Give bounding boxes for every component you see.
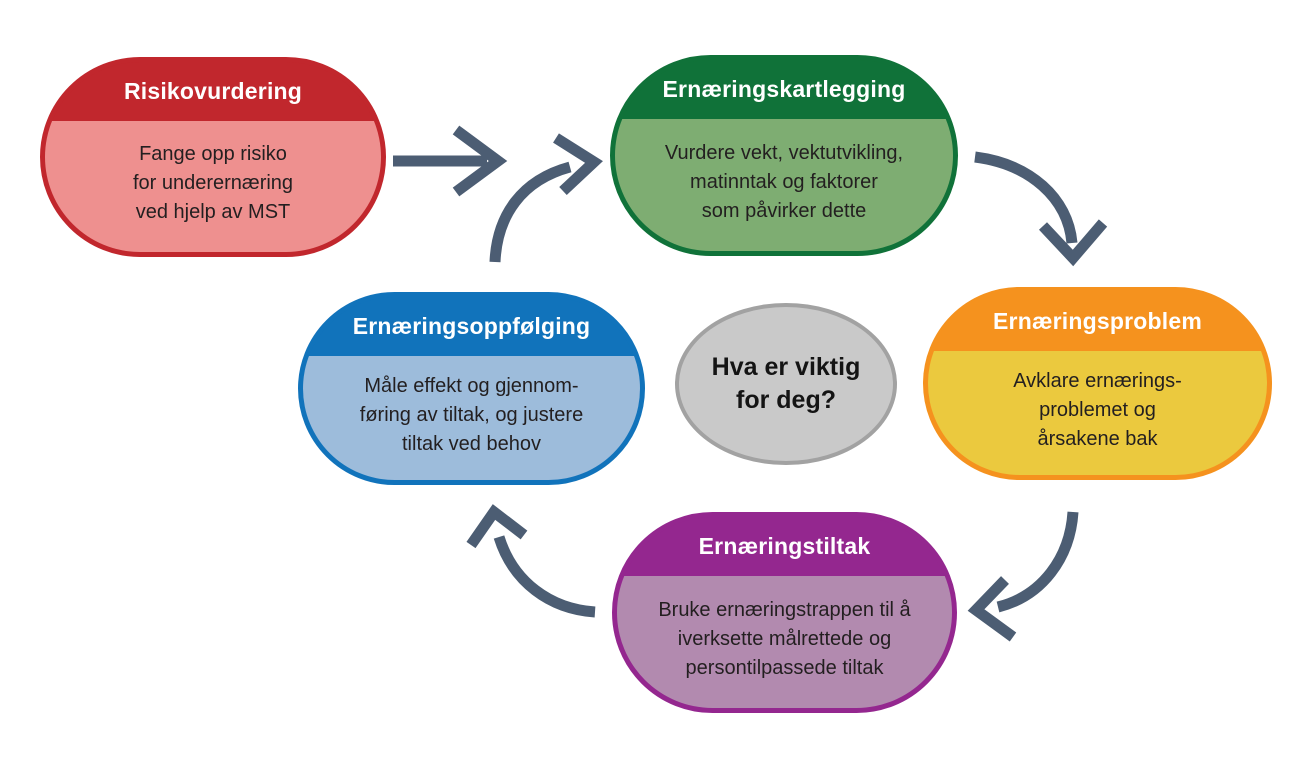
node-ernaeringsoppfoelging-body: Måle effekt og gjennom- føring av tiltak… <box>303 356 640 480</box>
node-ernaeringskartlegging-text: Vurdere vekt, vektutvikling, matinntak o… <box>664 141 904 222</box>
node-ernaeringsoppfoelging-title: Ernæringsoppfølging <box>352 313 591 339</box>
node-ernaeringsoppfoelging: Ernæringsoppfølging Måle effekt og gjenn… <box>298 292 645 485</box>
arrow-risikovurdering-to-kartlegging <box>393 125 508 197</box>
node-ernaeringsproblem-text: Avklare ernærings- problemet og årsakene… <box>1013 369 1182 450</box>
node-ernaeringskartlegging-title: Ernæringskartlegging <box>662 76 906 102</box>
node-ernaeringstiltak-header: Ernæringstiltak <box>617 517 952 576</box>
node-ernaeringsoppfoelging-header: Ernæringsoppfølging <box>303 297 640 356</box>
node-ernaeringsproblem: Ernæringsproblem Avklare ernærings- prob… <box>923 287 1272 480</box>
node-ernaeringskartlegging-body: Vurdere vekt, vektutvikling, matinntak o… <box>615 119 953 251</box>
node-ernaeringsproblem-body: Avklare ernærings- problemet og årsakene… <box>928 351 1267 475</box>
node-ernaeringskartlegging-header: Ernæringskartlegging <box>615 60 953 119</box>
arrow-tiltak-to-oppfoelging <box>466 504 596 618</box>
node-risikovurdering-body: Fange opp risiko for underernæring ved h… <box>45 121 381 252</box>
center-question-text: Hva er viktig for deg? <box>711 353 861 414</box>
node-ernaeringsproblem-title: Ernæringsproblem <box>993 308 1202 334</box>
node-ernaeringskartlegging: Ernæringskartlegging Vurdere vekt, vektu… <box>610 55 958 256</box>
node-ernaeringsoppfoelging-text: Måle effekt og gjennom- føring av tiltak… <box>359 374 584 455</box>
node-risikovurdering-text: Fange opp risiko for underernæring ved h… <box>132 143 294 223</box>
node-ernaeringstiltak: Ernæringstiltak Bruke ernæringstrappen t… <box>612 512 957 713</box>
node-risikovurdering-header: Risikovurdering <box>45 62 381 121</box>
node-risikovurdering: Risikovurdering Fange opp risiko for und… <box>40 57 386 257</box>
center-question-ellipse: Hva er viktig for deg? <box>675 303 897 465</box>
node-risikovurdering-title: Risikovurdering <box>123 78 303 104</box>
arrow-kartlegging-to-problem <box>974 151 1108 267</box>
node-ernaeringsproblem-header: Ernæringsproblem <box>928 292 1267 351</box>
node-ernaeringstiltak-title: Ernæringstiltak <box>698 533 871 559</box>
node-ernaeringstiltak-body: Bruke ernæringstrappen til å iverksette … <box>617 576 952 708</box>
arrow-oppfoelging-to-kartlegging <box>489 133 603 263</box>
node-ernaeringstiltak-text: Bruke ernæringstrappen til å iverksette … <box>658 598 911 679</box>
arrow-problem-to-tiltak <box>967 511 1079 642</box>
